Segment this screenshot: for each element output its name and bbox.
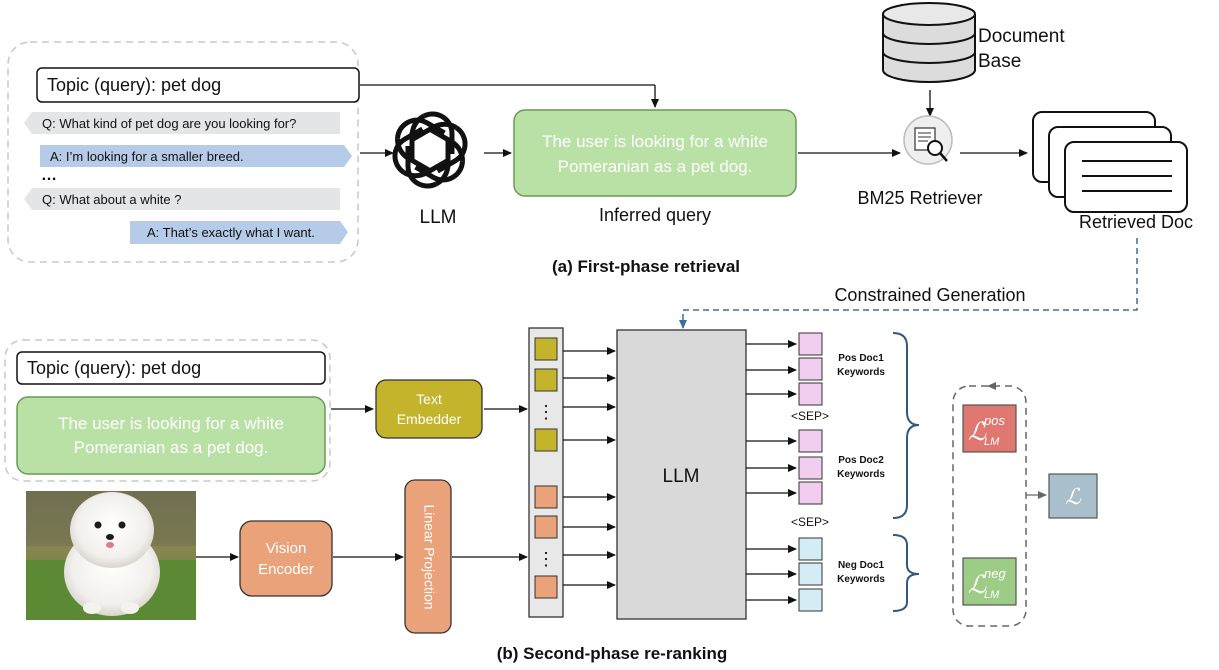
phase2-inferred-line2: Pomeranian as a pet dog. (74, 438, 269, 457)
phase1-topic-text: Topic (query): pet dog (47, 75, 221, 95)
pos-doc2-token (798, 481, 823, 505)
phase1-caption: (a) First-phase retrieval (552, 257, 740, 276)
positive-brace (892, 332, 920, 519)
loss-pos-symbol: ℒ (968, 418, 987, 446)
neg-doc1-token (798, 537, 823, 561)
retrieved-doc-label: Retrieved Doc (1079, 212, 1193, 232)
text-token-ellipsis: ⋮ (537, 402, 555, 422)
pos-doc2-line1: Pos Doc2 (838, 455, 884, 466)
vision-encoder-box: Vision Encoder (239, 520, 333, 597)
phase1-inferred-line2: Pomeranian as a pet dog. (558, 157, 753, 176)
neg-doc1-token (798, 588, 823, 612)
dialogue-a2-bubble: A: That’s exactly what I want. (130, 221, 348, 244)
inferred-query-label: Inferred query (599, 205, 711, 225)
database-icon (882, 2, 976, 83)
loss-neg-box: ℒ neg LM (962, 557, 1017, 606)
neg-doc1-token (798, 562, 823, 586)
phase2-inferred-line1: The user is looking for a white (58, 414, 284, 433)
llm-to-output-arrows (746, 340, 797, 604)
loss-neg-sub: LM (984, 589, 1000, 601)
retriever-magnifier-icon (903, 115, 953, 165)
phase2-llm-label: LLM (663, 466, 700, 487)
text-embedder-line1: Text (416, 391, 442, 407)
loss-neg-symbol: ℒ (968, 571, 987, 599)
openai-logo-icon (392, 111, 468, 189)
phase2-topic-text: Topic (query): pet dog (27, 358, 201, 378)
phase1-llm-label: LLM (420, 207, 457, 228)
phase1-topic-box: Topic (query): pet dog (36, 67, 360, 103)
phase2-llm-box: LLM (616, 329, 747, 620)
dialogue-a2-text: A: That’s exactly what I want. (147, 225, 315, 240)
loss-pos-sup: pos (983, 413, 1005, 428)
phase2-text-panel (4, 339, 331, 482)
neg-doc1-line1: Neg Doc1 (838, 560, 885, 571)
phase2-inferred-query-box: The user is looking for a white Pomerani… (16, 396, 326, 475)
docbase-line2: Base (978, 51, 1021, 72)
dialogue-q1-bubble: Q: What kind of pet dog are you looking … (24, 112, 340, 134)
loss-neg-sup: neg (984, 566, 1006, 581)
phase1-inferred-query-box: The user is looking for a white Pomerani… (513, 109, 797, 197)
retriever-label: BM25 Retriever (857, 188, 982, 208)
neg-doc1-line2: Keywords (837, 574, 885, 585)
input-token-column: ⋮ ⋮ (528, 327, 564, 618)
dialogue-ellipsis: … (41, 167, 57, 184)
linear-projection-label: Linear Projection (421, 504, 437, 609)
constrained-generation-label: Constrained Generation (834, 285, 1025, 305)
phase2-caption: (b) Second-phase re-ranking (497, 644, 727, 663)
constrained-generation-link (679, 238, 1138, 329)
loss-pos-box: ℒ pos LM (962, 404, 1017, 453)
image-token (534, 515, 558, 539)
pos-doc1-token (798, 382, 823, 406)
pos-doc1-token (798, 357, 823, 381)
text-embedder-box: Text Embedder (375, 379, 483, 439)
tokens-to-llm-arrows (563, 347, 616, 589)
pos-doc2-line2: Keywords (837, 469, 885, 480)
negative-brace (892, 534, 920, 612)
vision-encoder-line2: Encoder (258, 561, 314, 578)
pos-doc1-line2: Keywords (837, 367, 885, 378)
loss-total-symbol: ℒ (1065, 484, 1082, 509)
dialogue-q2-bubble: Q: What about a white ? (24, 188, 340, 210)
pos-doc2-token (798, 456, 823, 480)
pos-doc1-token (798, 332, 823, 356)
dialogue-a1-bubble: A: I’m looking for a smaller breed. (40, 145, 352, 167)
document-stack-icon (1032, 111, 1188, 213)
linear-projection-box: Linear Projection (404, 479, 452, 634)
sep-token-1: <SEP> (791, 409, 829, 423)
dog-photo (26, 491, 196, 620)
pos-doc2-token (798, 429, 823, 453)
phase2-topic-box: Topic (query): pet dog (16, 351, 326, 385)
pos-doc1-line1: Pos Doc1 (838, 353, 884, 364)
image-token-ellipsis: ⋮ (537, 549, 555, 569)
sep-token-2: <SEP> (791, 515, 829, 529)
vision-encoder-line1: Vision (266, 540, 307, 557)
dialogue-a1-text: A: I’m looking for a smaller breed. (50, 149, 244, 164)
phase1-inferred-line1: The user is looking for a white (542, 132, 768, 151)
text-token (534, 368, 558, 392)
text-token (534, 337, 558, 361)
docbase-line1: Document (978, 26, 1065, 47)
image-token (534, 575, 558, 599)
dialogue-q1-text: Q: What kind of pet dog are you looking … (42, 116, 296, 131)
dialogue-q2-text: Q: What about a white ? (42, 192, 181, 207)
loss-total-box: ℒ (1048, 473, 1098, 519)
loss-panel (952, 382, 1027, 627)
image-token (534, 485, 558, 509)
text-token (534, 428, 558, 452)
output-token-column (798, 332, 823, 612)
loss-pos-sub: LM (984, 436, 1000, 448)
text-embedder-line2: Embedder (397, 411, 462, 427)
